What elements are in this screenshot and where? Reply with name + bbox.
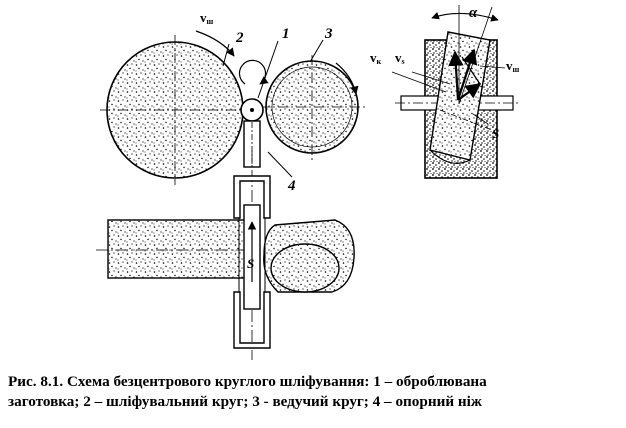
label-v-k: vк	[370, 50, 382, 66]
figure-caption: Рис. 8.1. Схема безцентрового круглого ш…	[8, 372, 620, 412]
label-v-grinding: vш	[200, 10, 214, 26]
label-2: 2	[235, 30, 244, 46]
centerless-grinding-diagram: vш 2 1 3 4 S	[96, 5, 520, 360]
label-alpha: α	[469, 5, 478, 21]
grinding-wheel-rotation-arrow	[195, 30, 235, 57]
label-side-feed: S	[492, 126, 499, 141]
label-4: 4	[287, 178, 296, 194]
driving-wheel-side	[263, 219, 355, 293]
label-v-top-right: vш	[506, 58, 520, 74]
angle-arc-arrow	[431, 12, 499, 22]
workpiece-rotation-arrow	[238, 59, 269, 85]
blade-housing	[233, 175, 271, 349]
grinding-wheel-side	[96, 219, 251, 279]
label-feed: S	[247, 256, 254, 271]
velocity-vectors	[448, 48, 482, 101]
label-v-s: vs	[395, 50, 405, 66]
label-3: 3	[324, 26, 333, 42]
driving-wheel-rotation-arrow	[335, 62, 359, 95]
label-1: 1	[282, 26, 290, 42]
inclined-wheel-view	[395, 31, 520, 179]
caption-line-2: заготовка; 2 – шліфувальний круг; 3 - ве…	[8, 393, 482, 410]
grinding-wheel	[100, 35, 250, 185]
caption-line-1: Рис. 8.1. Схема безцентрового круглого ш…	[8, 373, 487, 390]
driving-wheel	[260, 55, 365, 160]
workpiece	[240, 98, 264, 122]
